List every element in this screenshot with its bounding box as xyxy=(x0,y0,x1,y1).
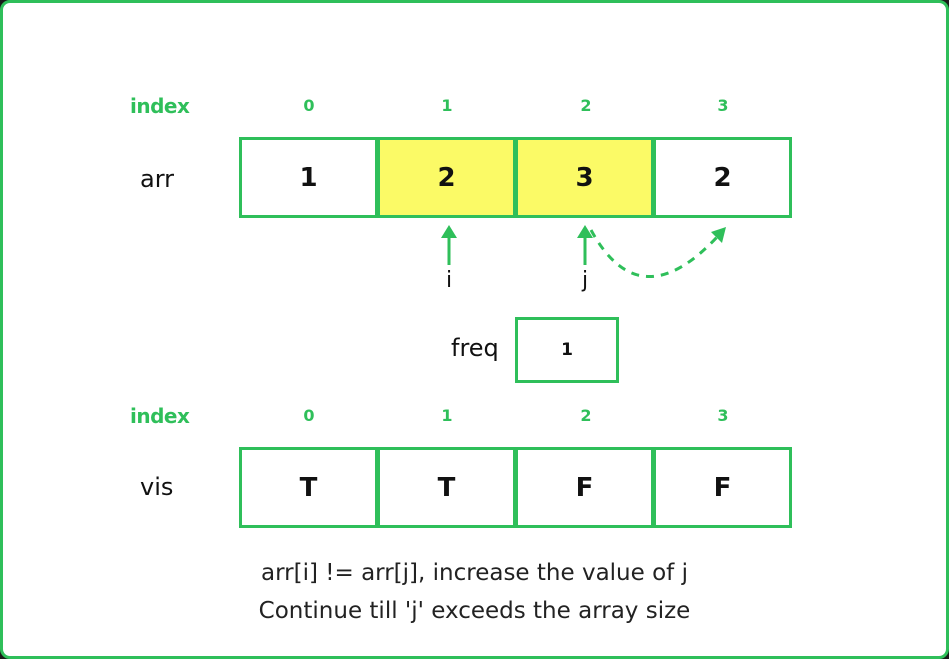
i-pointer-arrow-icon xyxy=(441,225,457,265)
vis-cell-1: T xyxy=(377,447,516,528)
vis-index-1: 1 xyxy=(441,406,453,425)
j-pointer-arrow-icon xyxy=(577,225,593,265)
arr-index-0: 0 xyxy=(303,96,315,115)
pointer-i-label: i xyxy=(445,268,453,293)
caption-line-2: Continue till 'j' exceeds the array size xyxy=(258,598,691,624)
vis-cell-2: F xyxy=(515,447,654,528)
vis-index-2: 2 xyxy=(580,406,592,425)
arr-index-2: 2 xyxy=(580,96,592,115)
vis-index-0: 0 xyxy=(303,406,315,425)
vis-cell-3: F xyxy=(653,447,792,528)
arr-cell-0: 1 xyxy=(239,137,378,218)
arr-cell-2: 3 xyxy=(515,137,654,218)
vis-index-label: index xyxy=(130,404,190,428)
vis-index-3: 3 xyxy=(717,406,729,425)
arr-array: 1 2 3 2 xyxy=(239,137,792,218)
vis-label: vis xyxy=(140,473,174,501)
arr-cell-3: 2 xyxy=(653,137,792,218)
pointer-j-label: j xyxy=(581,268,589,293)
arr-index-3: 3 xyxy=(717,96,729,115)
arr-index-label: index xyxy=(130,94,190,118)
caption-line-1: arr[i] != arr[j], increase the value of … xyxy=(261,560,688,586)
vis-cell-0: T xyxy=(239,447,378,528)
arr-index-1: 1 xyxy=(441,96,453,115)
arr-label: arr xyxy=(140,165,175,193)
arr-cell-1: 2 xyxy=(377,137,516,218)
vis-array: T T F F xyxy=(239,447,792,528)
freq-box: 1 xyxy=(515,317,619,383)
j-advance-curved-arrow-icon xyxy=(589,227,726,278)
freq-label: freq xyxy=(451,334,499,362)
